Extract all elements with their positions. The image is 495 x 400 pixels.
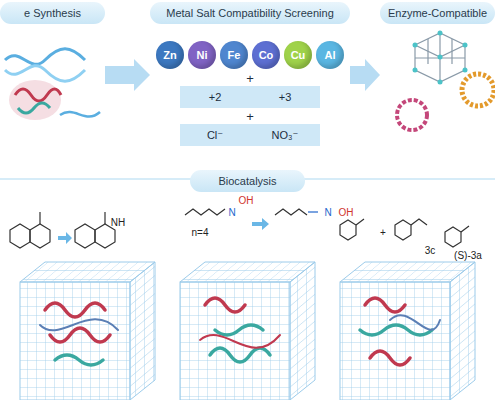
annotation-label: (S)-3a bbox=[454, 250, 482, 261]
metal-circle: Cu bbox=[284, 41, 312, 69]
metal-circle: Al bbox=[316, 41, 344, 69]
node-label: Ni bbox=[197, 49, 208, 61]
node-label: Co bbox=[259, 49, 274, 61]
section-header: e Synthesis bbox=[0, 2, 105, 24]
annotation-label: N bbox=[228, 207, 235, 218]
node-label: Zn bbox=[163, 49, 176, 61]
node-label: Cl⁻ bbox=[207, 129, 223, 142]
metal-circle: Fe bbox=[220, 41, 248, 69]
metal-circle: Ni bbox=[188, 41, 216, 69]
annotation-label: N bbox=[324, 207, 331, 218]
annotation-label: n=4 bbox=[192, 227, 209, 238]
section-header: Biocatalysis bbox=[190, 170, 305, 192]
node-label: Cu bbox=[291, 49, 306, 61]
annotation-label: + bbox=[246, 71, 254, 86]
ion-box: Cl⁻ bbox=[195, 126, 235, 144]
node-label: Fe bbox=[228, 49, 241, 61]
node-label: NO₃⁻ bbox=[272, 129, 299, 142]
ion-box: NO₃⁻ bbox=[265, 126, 305, 144]
node-label: +2 bbox=[209, 91, 222, 103]
arrow-shape bbox=[105, 59, 150, 91]
section-header: Enzyme-Compatible bbox=[380, 2, 495, 24]
annotation-label: + bbox=[246, 109, 254, 124]
metal-circle: Zn bbox=[156, 41, 184, 69]
section-band: e Synthesis bbox=[0, 0, 105, 150]
node-label: +3 bbox=[279, 91, 292, 103]
section-header: Metal Salt Compatibility Screening bbox=[150, 2, 350, 24]
annotation-label: OH bbox=[339, 207, 354, 218]
ion-box: +2 bbox=[195, 88, 235, 106]
node-label: Al bbox=[325, 49, 336, 61]
ion-box: +3 bbox=[265, 88, 305, 106]
section-band: Enzyme-Compatible bbox=[380, 0, 495, 150]
annotation-label: NH bbox=[111, 217, 125, 228]
annotation-label: OH bbox=[239, 195, 254, 206]
flow-arrow bbox=[350, 59, 380, 91]
annotation-label: 3c bbox=[425, 245, 436, 256]
flow-arrow bbox=[105, 59, 150, 91]
annotation-label: + bbox=[380, 227, 386, 238]
arrow-shape bbox=[350, 59, 380, 91]
metal-circle: Co bbox=[252, 41, 280, 69]
